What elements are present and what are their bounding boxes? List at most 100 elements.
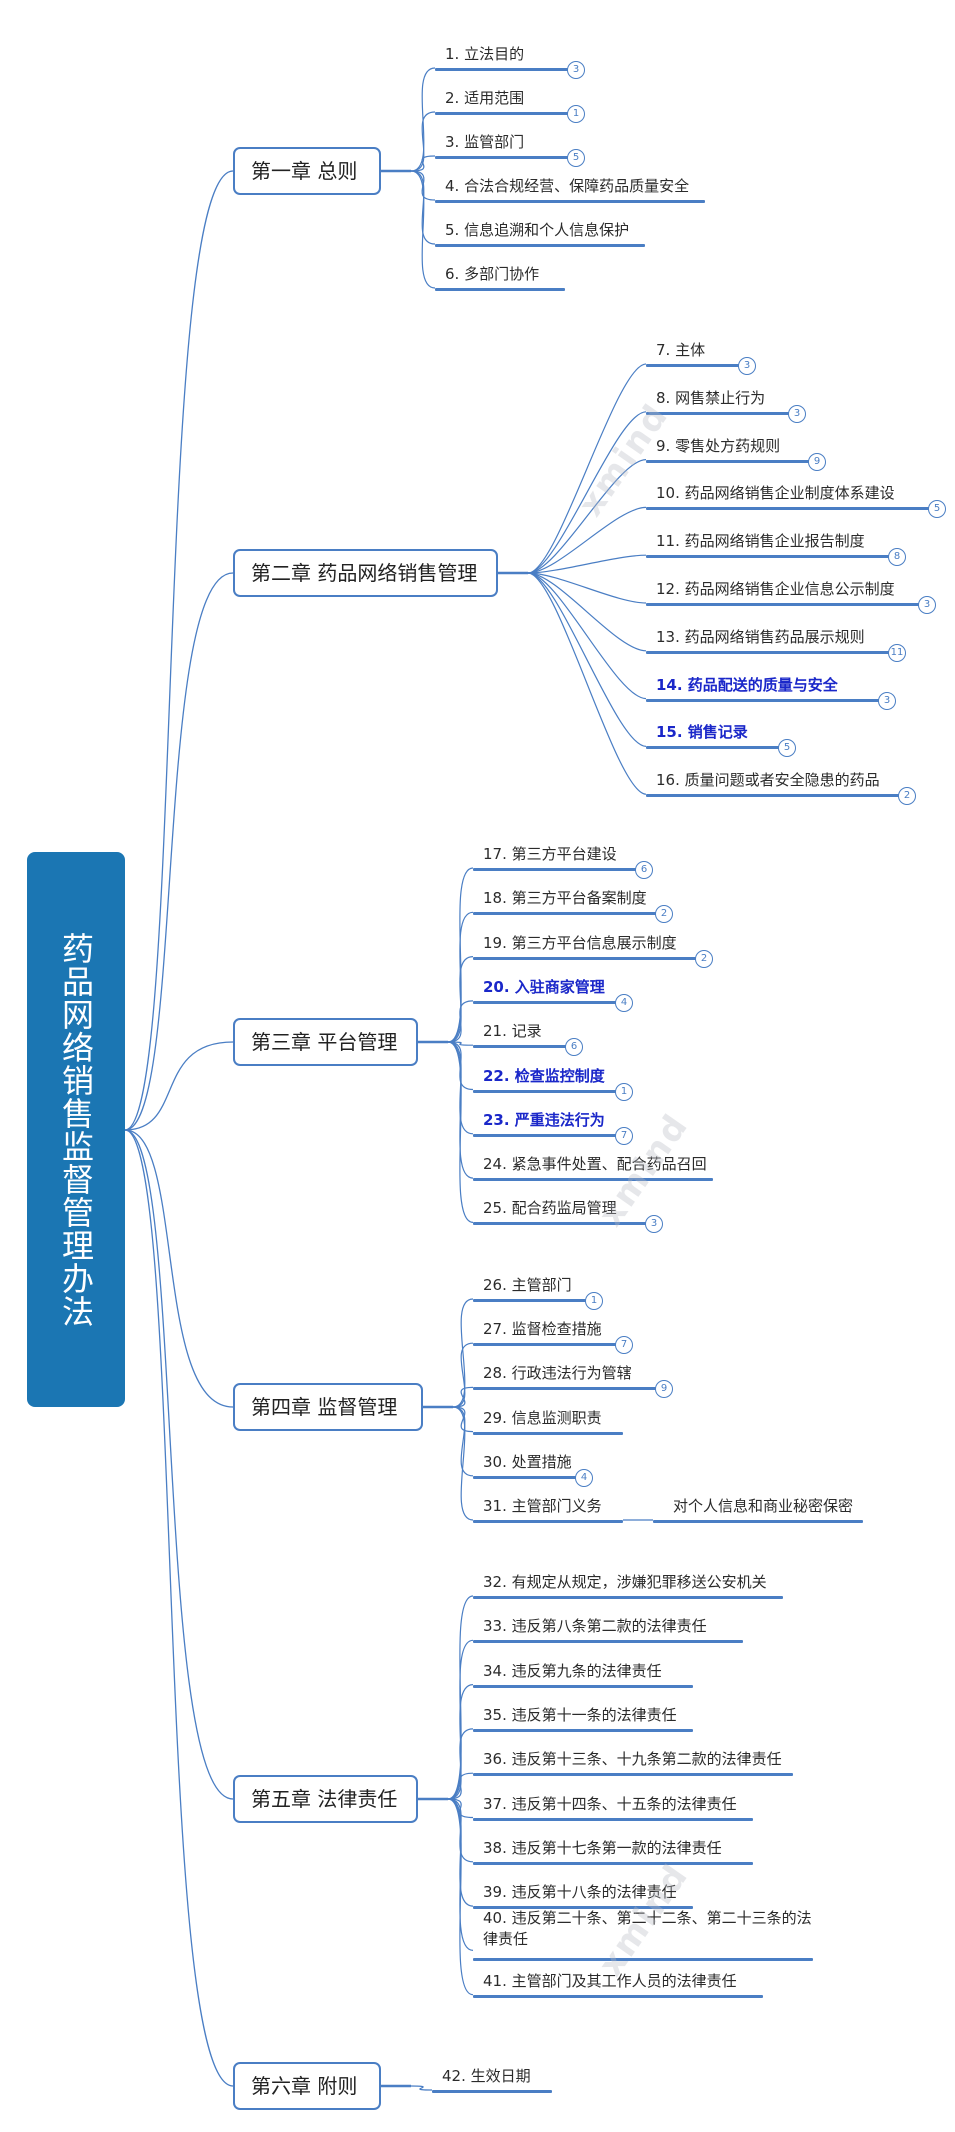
topic-label[interactable]: 7. 主体 xyxy=(656,341,706,359)
topic-label[interactable]: 11. 药品网络销售企业报告制度 xyxy=(656,532,865,551)
topic-label[interactable]: 38. 违反第十七条第一款的法律责任 xyxy=(483,1838,722,1857)
note-count-badge[interactable]: 2 xyxy=(655,905,673,924)
topic-label[interactable]: 13. 药品网络销售药品展示规则 xyxy=(656,627,865,646)
topic-label[interactable]: 32. 有规定从规定，涉嫌犯罪移送公安机关 xyxy=(483,1573,767,1591)
note-count-badge[interactable]: 9 xyxy=(808,452,826,471)
topic-label[interactable]: 39. 违反第十八条的法律责任 xyxy=(483,1883,677,1902)
topic-label[interactable]: 5. 信息追溯和个人信息保护 xyxy=(445,221,630,239)
topic-label[interactable]: 12. 药品网络销售企业信息公示制度 xyxy=(656,580,895,598)
note-count-badge[interactable]: 7 xyxy=(615,1126,633,1145)
note-count-badge[interactable]: 8 xyxy=(888,548,906,567)
topic-label[interactable]: 23. 严重违法行为 xyxy=(483,1110,605,1129)
note-count-badge[interactable]: 5 xyxy=(778,739,796,758)
note-count-badge[interactable]: 6 xyxy=(565,1038,583,1057)
topic-label[interactable]: 19. 第三方平台信息展示制度 xyxy=(483,933,677,952)
connector-line xyxy=(527,506,647,574)
topic-label[interactable]: 42. 生效日期 xyxy=(442,2067,531,2085)
topic-label[interactable]: 26. 主管部门 xyxy=(483,1276,572,1294)
topic-label[interactable]: 18. 第三方平台备案制度 xyxy=(483,889,647,908)
note-count-badge[interactable]: 3 xyxy=(738,357,756,375)
connector-line xyxy=(447,1041,474,1223)
topic-underline xyxy=(473,1596,783,1599)
topic-label[interactable]: 17. 第三方平台建设 xyxy=(483,845,617,863)
topic-label[interactable]: 9. 零售处方药规则 xyxy=(656,436,781,455)
chapter-node[interactable]: 第一章 总则 xyxy=(233,147,381,195)
note-count-badge[interactable]: 7 xyxy=(615,1336,633,1355)
topic-label[interactable]: 15. 销售记录 xyxy=(656,723,748,742)
note-count-badge[interactable]: 3 xyxy=(567,61,585,79)
note-count-badge[interactable]: 1 xyxy=(615,1082,633,1101)
topic-label[interactable]: 28. 行政违法行为管辖 xyxy=(483,1364,632,1383)
topic-label[interactable]: 35. 违反第十一条的法律责任 xyxy=(483,1705,677,1724)
topic-label[interactable]: 10. 药品网络销售企业制度体系建设 xyxy=(656,484,895,503)
topic-label[interactable]: 16. 质量问题或者安全隐患的药品 xyxy=(656,771,880,790)
topic-label[interactable]: 4. 合法合规经营、保障药品质量安全 xyxy=(445,177,690,195)
chapter-node[interactable]: 第六章 附则 xyxy=(233,2062,381,2110)
note-count-badge[interactable]: 9 xyxy=(655,1380,673,1399)
topic-label[interactable]: 30. 处置措施 xyxy=(483,1452,572,1471)
note-count-badge[interactable]: 2 xyxy=(695,949,713,968)
chapter-node[interactable]: 第五章 法律责任 xyxy=(233,1775,418,1823)
note-count-badge[interactable]: 3 xyxy=(788,404,806,423)
topic-underline xyxy=(646,411,796,415)
topic-label[interactable]: 14. 药品配送的质量与安全 xyxy=(656,675,838,694)
topic-label[interactable]: 24. 紧急事件处置、配合药品召回 xyxy=(483,1155,707,1174)
topic-label[interactable]: 6. 多部门协作 xyxy=(445,265,540,283)
topic-label[interactable]: 36. 违反第十三条、十九条第二款的法律责任 xyxy=(483,1750,782,1769)
connector-line xyxy=(452,1406,474,1477)
note-count-badge[interactable]: 11 xyxy=(888,643,906,662)
note-count-badge[interactable]: 6 xyxy=(635,861,653,879)
note-count-badge[interactable]: 5 xyxy=(928,500,946,519)
root-topic[interactable]: 药品网络销售监督管理办法 xyxy=(27,852,125,1407)
note-count-badge[interactable]: 2 xyxy=(898,787,916,806)
topic-label[interactable]: 29. 信息监测职责 xyxy=(483,1408,602,1427)
chapter-node[interactable]: 第四章 监督管理 xyxy=(233,1383,423,1431)
topic-label[interactable]: 3. 监管部门 xyxy=(445,133,525,151)
topic-label[interactable]: 22. 检查监控制度 xyxy=(483,1066,605,1085)
topic-label[interactable]: 25. 配合药监局管理 xyxy=(483,1199,617,1218)
topic-label[interactable]: 37. 违反第十四条、十五条的法律责任 xyxy=(483,1794,737,1813)
topic-label[interactable]: 41. 主管部门及其工作人员的法律责任 xyxy=(483,1971,737,1990)
topic-label[interactable]: 31. 主管部门义务 xyxy=(483,1497,602,1515)
connector-line xyxy=(410,155,436,172)
connector-line xyxy=(527,554,647,574)
topic-label[interactable]: 8. 网售禁止行为 xyxy=(656,388,766,407)
topic-underline xyxy=(473,1773,793,1777)
note-count-badge[interactable]: 3 xyxy=(918,596,936,614)
topic-label[interactable]: 33. 违反第八条第二款的法律责任 xyxy=(483,1617,707,1636)
note-count-badge[interactable]: 3 xyxy=(878,691,896,710)
chapter-node[interactable]: 第三章 平台管理 xyxy=(233,1018,418,1066)
chapter-node[interactable]: 第二章 药品网络销售管理 xyxy=(233,549,498,597)
connector-line xyxy=(410,111,436,172)
connector-line xyxy=(527,411,647,574)
connector-line xyxy=(124,1129,234,2087)
connector-line xyxy=(124,1129,234,1800)
connector-line xyxy=(447,1000,474,1043)
note-count-badge[interactable]: 5 xyxy=(567,149,585,167)
topic-underline xyxy=(646,698,886,702)
connector-line xyxy=(527,363,647,574)
topic-label[interactable]: 21. 记录 xyxy=(483,1022,542,1041)
topic-label[interactable]: 20. 入驻商家管理 xyxy=(483,977,605,996)
note-count-badge[interactable]: 4 xyxy=(615,993,633,1012)
topic-underline xyxy=(473,1343,623,1347)
topic-label[interactable]: 1. 立法目的 xyxy=(445,45,525,63)
topic-label[interactable]: 2. 适用范围 xyxy=(445,89,525,107)
topic-label[interactable]: 40. 违反第二十条、第二十二条、第二十三条的法律责任 xyxy=(483,1909,812,1949)
connector-line xyxy=(452,1298,474,1408)
topic-label[interactable]: 27. 监督检查措施 xyxy=(483,1320,602,1339)
topic-underline xyxy=(473,1387,663,1391)
topic-underline xyxy=(473,1728,693,1732)
note-count-badge[interactable]: 1 xyxy=(567,105,585,123)
subtopic-label[interactable]: 对个人信息和商业秘密保密 xyxy=(673,1497,854,1515)
topic-underline xyxy=(473,1684,693,1688)
topic-underline xyxy=(473,1431,623,1435)
topic-underline xyxy=(473,1475,583,1479)
root-title: 药品网络销售监督管理办法 xyxy=(57,931,95,1328)
topic-underline xyxy=(646,650,896,654)
connector-line xyxy=(447,1041,474,1046)
note-count-badge[interactable]: 1 xyxy=(585,1292,603,1310)
topic-label[interactable]: 34. 违反第九条的法律责任 xyxy=(483,1661,662,1680)
note-count-badge[interactable]: 4 xyxy=(575,1468,593,1487)
note-count-badge[interactable]: 3 xyxy=(645,1215,663,1234)
